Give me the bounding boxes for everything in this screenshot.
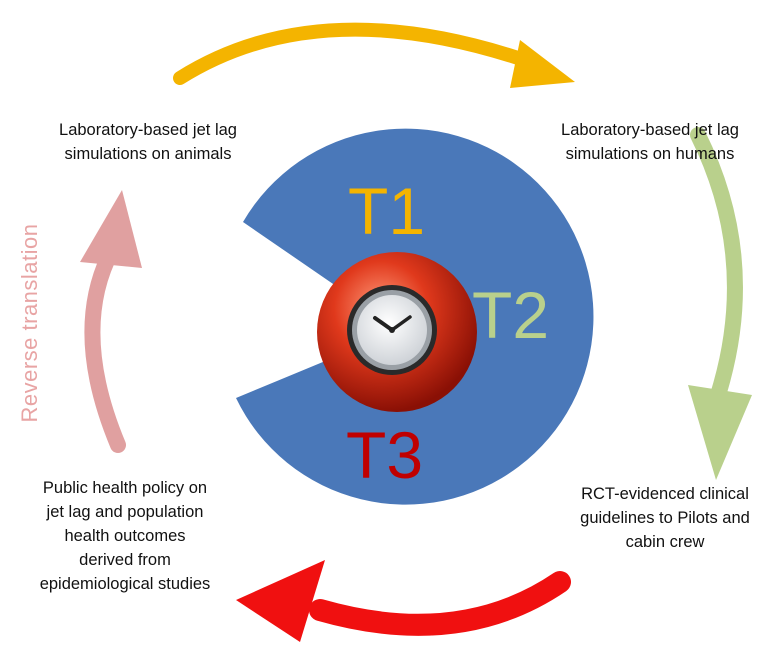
label-line: simulations on humans bbox=[565, 145, 735, 163]
label-line: simulations on animals bbox=[64, 145, 232, 163]
label-line: derived from bbox=[79, 551, 171, 569]
label-human-simulations: Laboratory-based jet lag simulations on … bbox=[520, 118, 780, 166]
yellow-arrow bbox=[173, 22, 537, 85]
label-line: cabin crew bbox=[625, 533, 705, 551]
label-line: epidemiological studies bbox=[39, 575, 211, 593]
label-line: Laboratory-based jet lag bbox=[59, 121, 237, 139]
reverse-translation-label: Reverse translation bbox=[17, 223, 42, 423]
phase-t3: T3 bbox=[346, 418, 424, 492]
pink-arrowhead bbox=[80, 190, 142, 268]
green-arrow bbox=[690, 127, 743, 403]
yellow-arrowhead bbox=[510, 40, 575, 88]
label-clinical-guidelines: RCT-evidenced clinical guidelines to Pil… bbox=[540, 482, 783, 554]
phase-t2: T2 bbox=[472, 278, 550, 352]
label-line: jet lag and population bbox=[46, 503, 204, 521]
label-line: RCT-evidenced clinical bbox=[581, 485, 749, 503]
red-arrowhead bbox=[236, 560, 325, 642]
label-line: health outcomes bbox=[64, 527, 186, 545]
green-arrowhead bbox=[688, 385, 752, 480]
label-animal-simulations: Laboratory-based jet lag simulations on … bbox=[18, 118, 278, 166]
label-line: Laboratory-based jet lag bbox=[561, 121, 739, 139]
label-line: guidelines to Pilots and bbox=[580, 509, 750, 527]
clock-icon bbox=[347, 285, 437, 375]
label-public-health-policy: Public health policy on jet lag and popu… bbox=[0, 476, 250, 596]
red-arrow bbox=[309, 571, 571, 636]
phase-t1: T1 bbox=[348, 174, 426, 248]
label-line: Public health policy on bbox=[42, 479, 208, 497]
pink-arrow bbox=[84, 242, 126, 453]
